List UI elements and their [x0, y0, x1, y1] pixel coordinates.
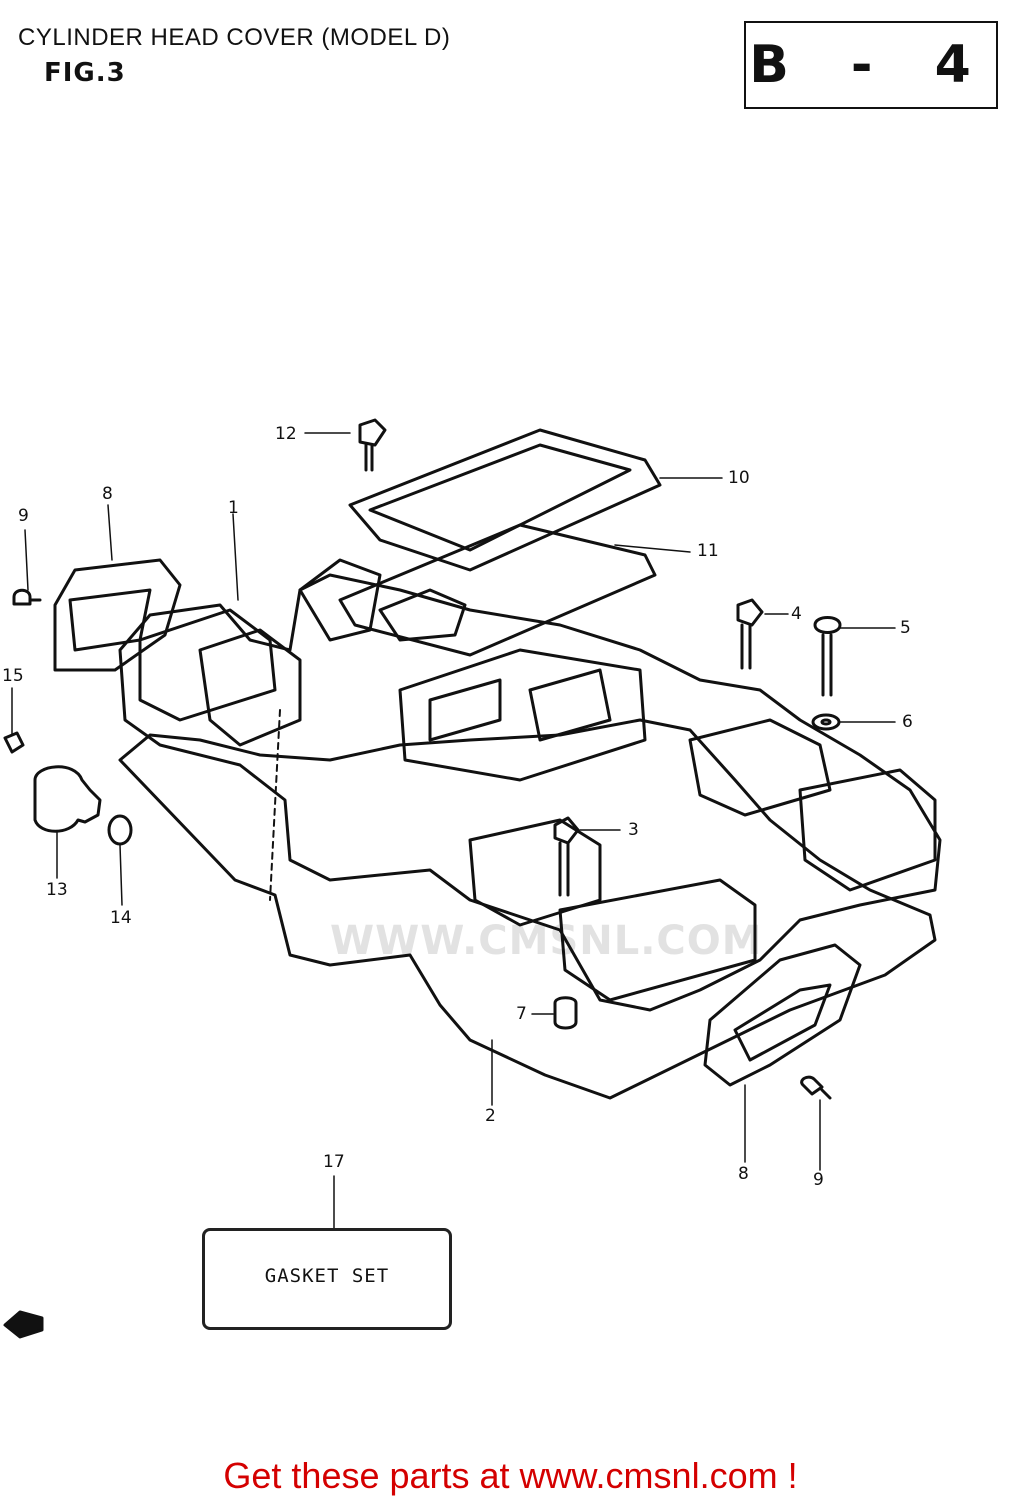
- callout-3: 3: [628, 820, 639, 840]
- section-code: B - 4: [749, 35, 993, 95]
- bolt-5: [813, 616, 842, 697]
- head-cover-gasket: [118, 718, 937, 1100]
- callout-11: 11: [697, 541, 719, 561]
- bolt-3: [553, 816, 580, 897]
- callout-17: 17: [323, 1152, 345, 1172]
- callout-12: 12: [275, 424, 297, 444]
- callout-15: 15: [2, 666, 24, 686]
- callout-4: 4: [791, 604, 802, 624]
- bolt-12: [358, 418, 387, 472]
- right-cam-housing: [688, 718, 832, 817]
- washer-6: [811, 713, 841, 731]
- screw-9-left: [12, 588, 42, 606]
- cylinder-head-cover: [118, 573, 942, 1012]
- figure-number: FIG.3: [44, 58, 126, 88]
- forward-arrow: [3, 1310, 44, 1339]
- breather-gasket: [338, 523, 657, 657]
- callout-1: 1: [228, 498, 239, 518]
- callout-10: 10: [728, 468, 750, 488]
- left-cam-housing: [138, 608, 277, 722]
- callout-8-left: 8: [102, 484, 113, 504]
- bolt-4: [736, 598, 764, 670]
- left-end-cap: [53, 558, 182, 672]
- plug-13: [33, 765, 102, 833]
- callout-2: 2: [485, 1106, 496, 1126]
- gasket-set-label: GASKET SET: [264, 1265, 390, 1287]
- o-ring-14: [107, 814, 133, 846]
- section-code-box: B - 4: [744, 21, 998, 109]
- gasket-set-box: GASKET SET: [202, 1228, 452, 1330]
- callout-13: 13: [46, 880, 68, 900]
- callout-8-right: 8: [738, 1164, 749, 1184]
- callout-14: 14: [110, 908, 132, 928]
- callout-5: 5: [900, 618, 911, 638]
- callout-7: 7: [516, 1004, 527, 1024]
- breather-cover: [348, 428, 662, 572]
- callout-9-right: 9: [813, 1170, 824, 1190]
- diagram-title: CYLINDER HEAD COVER (MODEL D): [18, 24, 451, 51]
- right-end-cap: [703, 943, 862, 1087]
- callout-6: 6: [902, 712, 913, 732]
- footer-link[interactable]: Get these parts at www.cmsnl.com !: [223, 1455, 798, 1496]
- part-15: [3, 731, 25, 754]
- front-cam-housing: [468, 818, 602, 927]
- center-housing: [398, 648, 647, 782]
- callout-9-left: 9: [18, 506, 29, 526]
- screw-9-right: [800, 1075, 832, 1100]
- dowel-7: [553, 996, 578, 1030]
